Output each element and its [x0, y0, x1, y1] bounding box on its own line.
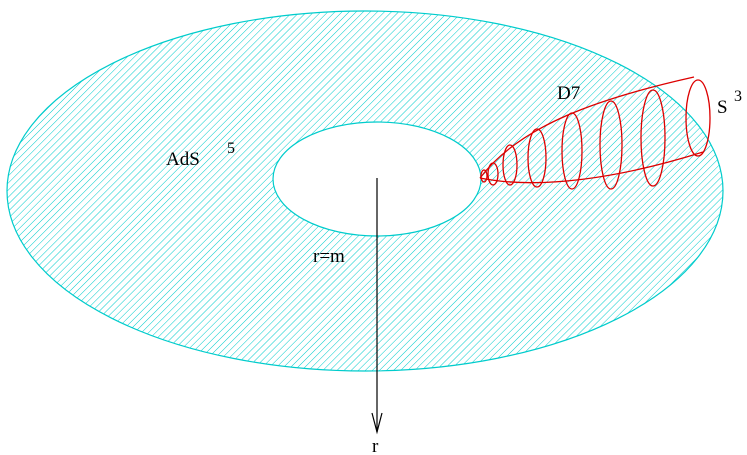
radial-coordinate-label: r: [372, 436, 379, 455]
d7-brane-upper-edge: [479, 76, 695, 179]
s3-fiber-rings: [480, 79, 711, 190]
d7-brane: [479, 76, 711, 190]
radial-arrow: [371, 178, 383, 435]
s3-ring: [640, 89, 666, 187]
s3-ring: [502, 144, 518, 186]
ads5-label: AdS: [166, 149, 200, 170]
d7-label: D7: [557, 83, 580, 104]
radial-arrow-head: [371, 412, 383, 435]
s3-ring: [527, 128, 547, 188]
s3-superscript: 3: [734, 88, 742, 105]
s3-ring: [561, 112, 583, 190]
s3-ring: [599, 100, 623, 190]
ads5-outer-boundary: [6, 10, 724, 372]
s3-ring: [480, 169, 488, 183]
s3-label: S: [717, 97, 728, 118]
d7-brane-lower-edge: [479, 151, 704, 184]
horizon-label: r=m: [313, 246, 345, 267]
s3-ring: [487, 162, 499, 186]
ads5-superscript: 5: [227, 140, 235, 157]
ads5-annulus: [6, 10, 724, 372]
s3-ring: [685, 79, 711, 157]
